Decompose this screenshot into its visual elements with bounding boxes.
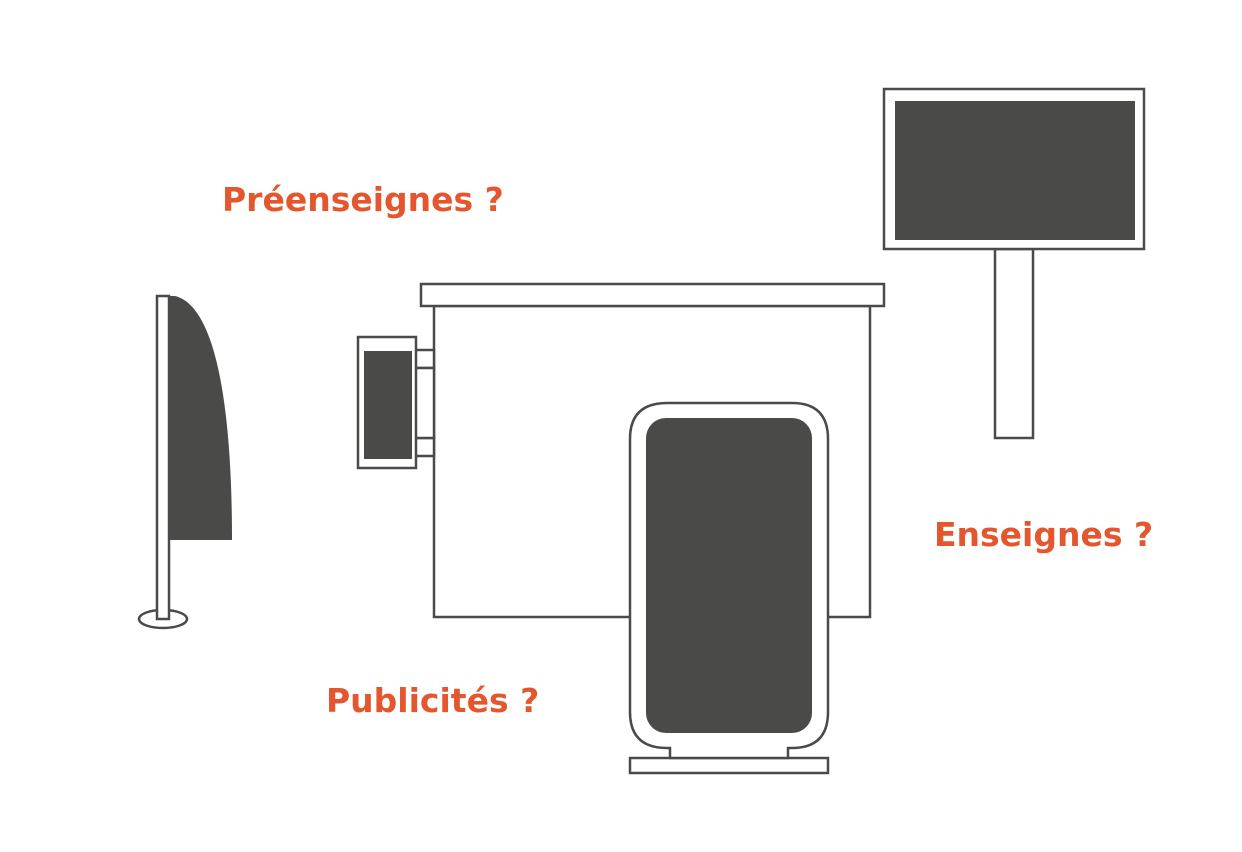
label-publicites: Publicités ? — [326, 681, 539, 720]
label-preenseignes: Préenseignes ? — [222, 180, 504, 219]
flag-banner-icon — [137, 294, 232, 630]
label-enseignes: Enseignes ? — [934, 515, 1153, 554]
pole-sign-icon — [882, 87, 1146, 440]
billboard-totem-icon — [628, 401, 830, 775]
projecting-sign-icon — [356, 335, 436, 470]
